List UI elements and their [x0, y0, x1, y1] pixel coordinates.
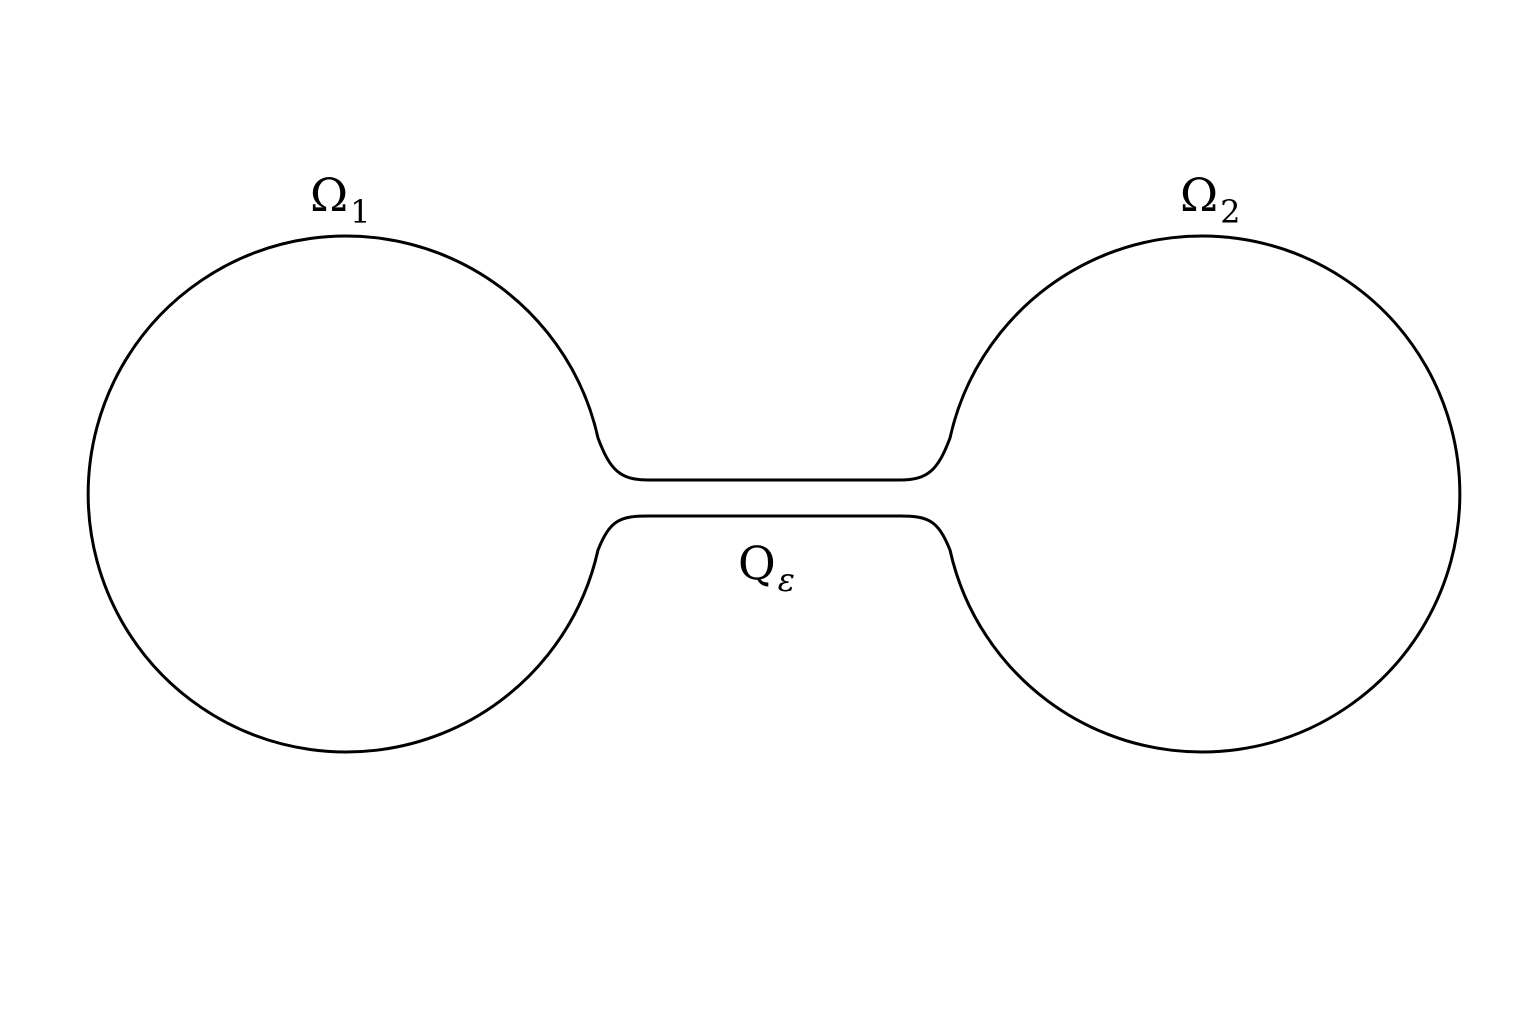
- channel-symbol: Q: [738, 536, 776, 590]
- omega-1-subscript: 1: [350, 193, 371, 231]
- omega-2-label: Ω2: [1180, 172, 1241, 228]
- omega-2-symbol: Ω: [1180, 168, 1219, 222]
- omega-1-label: Ω1: [310, 172, 371, 228]
- channel-subscript: ε: [777, 561, 795, 599]
- upper-boundary: [86, 234, 1462, 754]
- omega-2-subscript: 2: [1220, 193, 1241, 231]
- channel-label: Qε: [738, 540, 795, 596]
- omega-1-symbol: Ω: [310, 168, 349, 222]
